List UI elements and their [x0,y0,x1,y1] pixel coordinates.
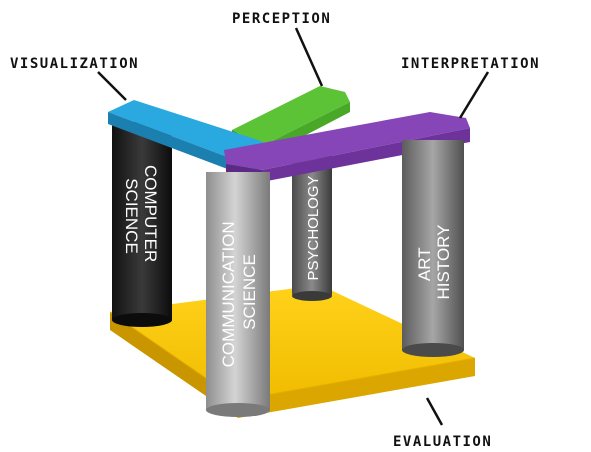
callout-perception: PERCEPTION [232,11,331,27]
pillar-label-psychology: PSYCHOLOGY [305,175,322,280]
callout-visualization: VISUALIZATION [10,56,139,72]
leader-line-perception [294,27,324,87]
art-history-line-2: HISTORY [434,225,453,300]
leader-line-interpretation [458,71,490,119]
pillar-art-history [402,140,464,357]
psychology-line-1: PSYCHOLOGY [305,175,322,280]
leader-line-visualization [97,71,127,101]
pillar-communication-science [206,172,270,417]
communication-science-line-2: SCIENCE [240,254,259,330]
pillar-label-art-history: ART HISTORY [415,225,453,300]
computer-science-line-1: COMPUTER [141,165,160,262]
pillar-label-computer-science: COMPUTER SCIENCE [122,165,160,267]
art-history-line-1: ART [415,248,434,281]
pillar-psychology [292,150,332,301]
pillar-label-communication-science: COMMUNICATION SCIENCE [219,217,259,368]
pillar-computer-science [112,122,172,327]
callout-interpretation: INTERPRETATION [401,56,540,72]
leader-lines [97,27,490,426]
communication-science-line-1: COMMUNICATION [219,221,238,367]
callout-evaluation: EVALUATION [393,434,492,450]
computer-science-line-2: SCIENCE [122,178,141,254]
leader-line-evaluation [425,397,444,426]
